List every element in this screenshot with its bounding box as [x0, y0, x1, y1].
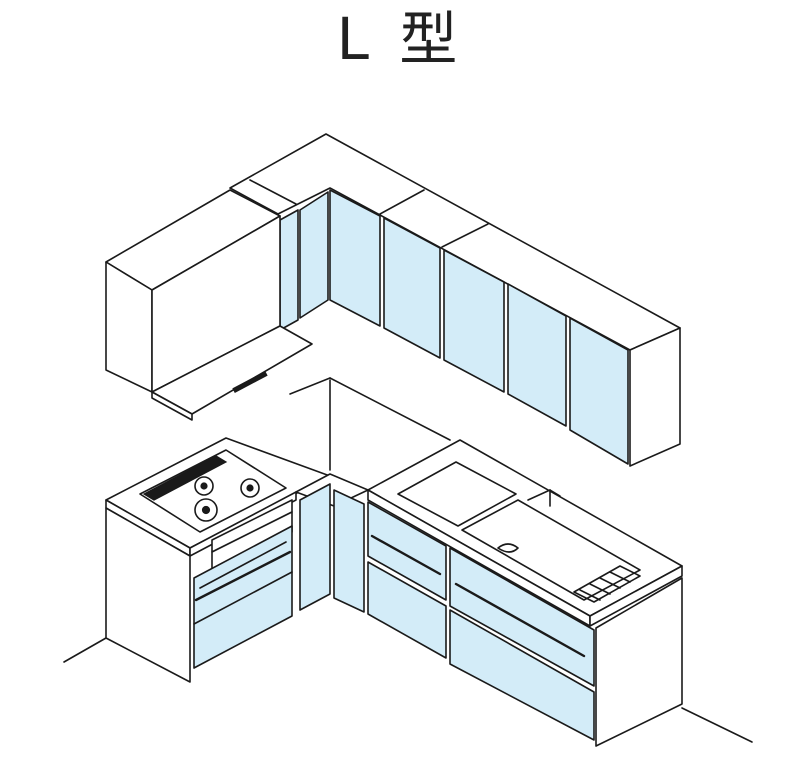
corner-cabinet: [295, 473, 369, 613]
upper-cabinets: [105, 133, 681, 467]
sink-counter: [367, 439, 683, 747]
room-floor-lines: [63, 377, 753, 743]
diagram-title: L 型: [336, 5, 464, 73]
cabinet-door: [299, 483, 331, 611]
sink-icon: [397, 461, 641, 601]
cabinet-door: [279, 209, 299, 331]
cabinet-door: [507, 283, 567, 427]
range-hood-icon: [232, 370, 268, 394]
cabinet-door: [367, 501, 447, 601]
stove-counter: [105, 437, 331, 683]
cabinet-door: [443, 249, 505, 393]
faucet-icon: [527, 489, 561, 507]
cabinet-door: [367, 561, 447, 659]
cabinet-door: [449, 547, 595, 687]
cabinet-door: [569, 317, 629, 465]
cabinet-door: [193, 525, 293, 669]
cabinet-door: [333, 489, 365, 613]
cabinet-door: [449, 609, 595, 741]
gas-stove-icon: [139, 449, 287, 533]
cabinet-door: [383, 217, 441, 359]
dish-rack-icon: [573, 565, 641, 603]
cabinet-door: [299, 191, 329, 319]
cabinet-door: [329, 189, 381, 327]
